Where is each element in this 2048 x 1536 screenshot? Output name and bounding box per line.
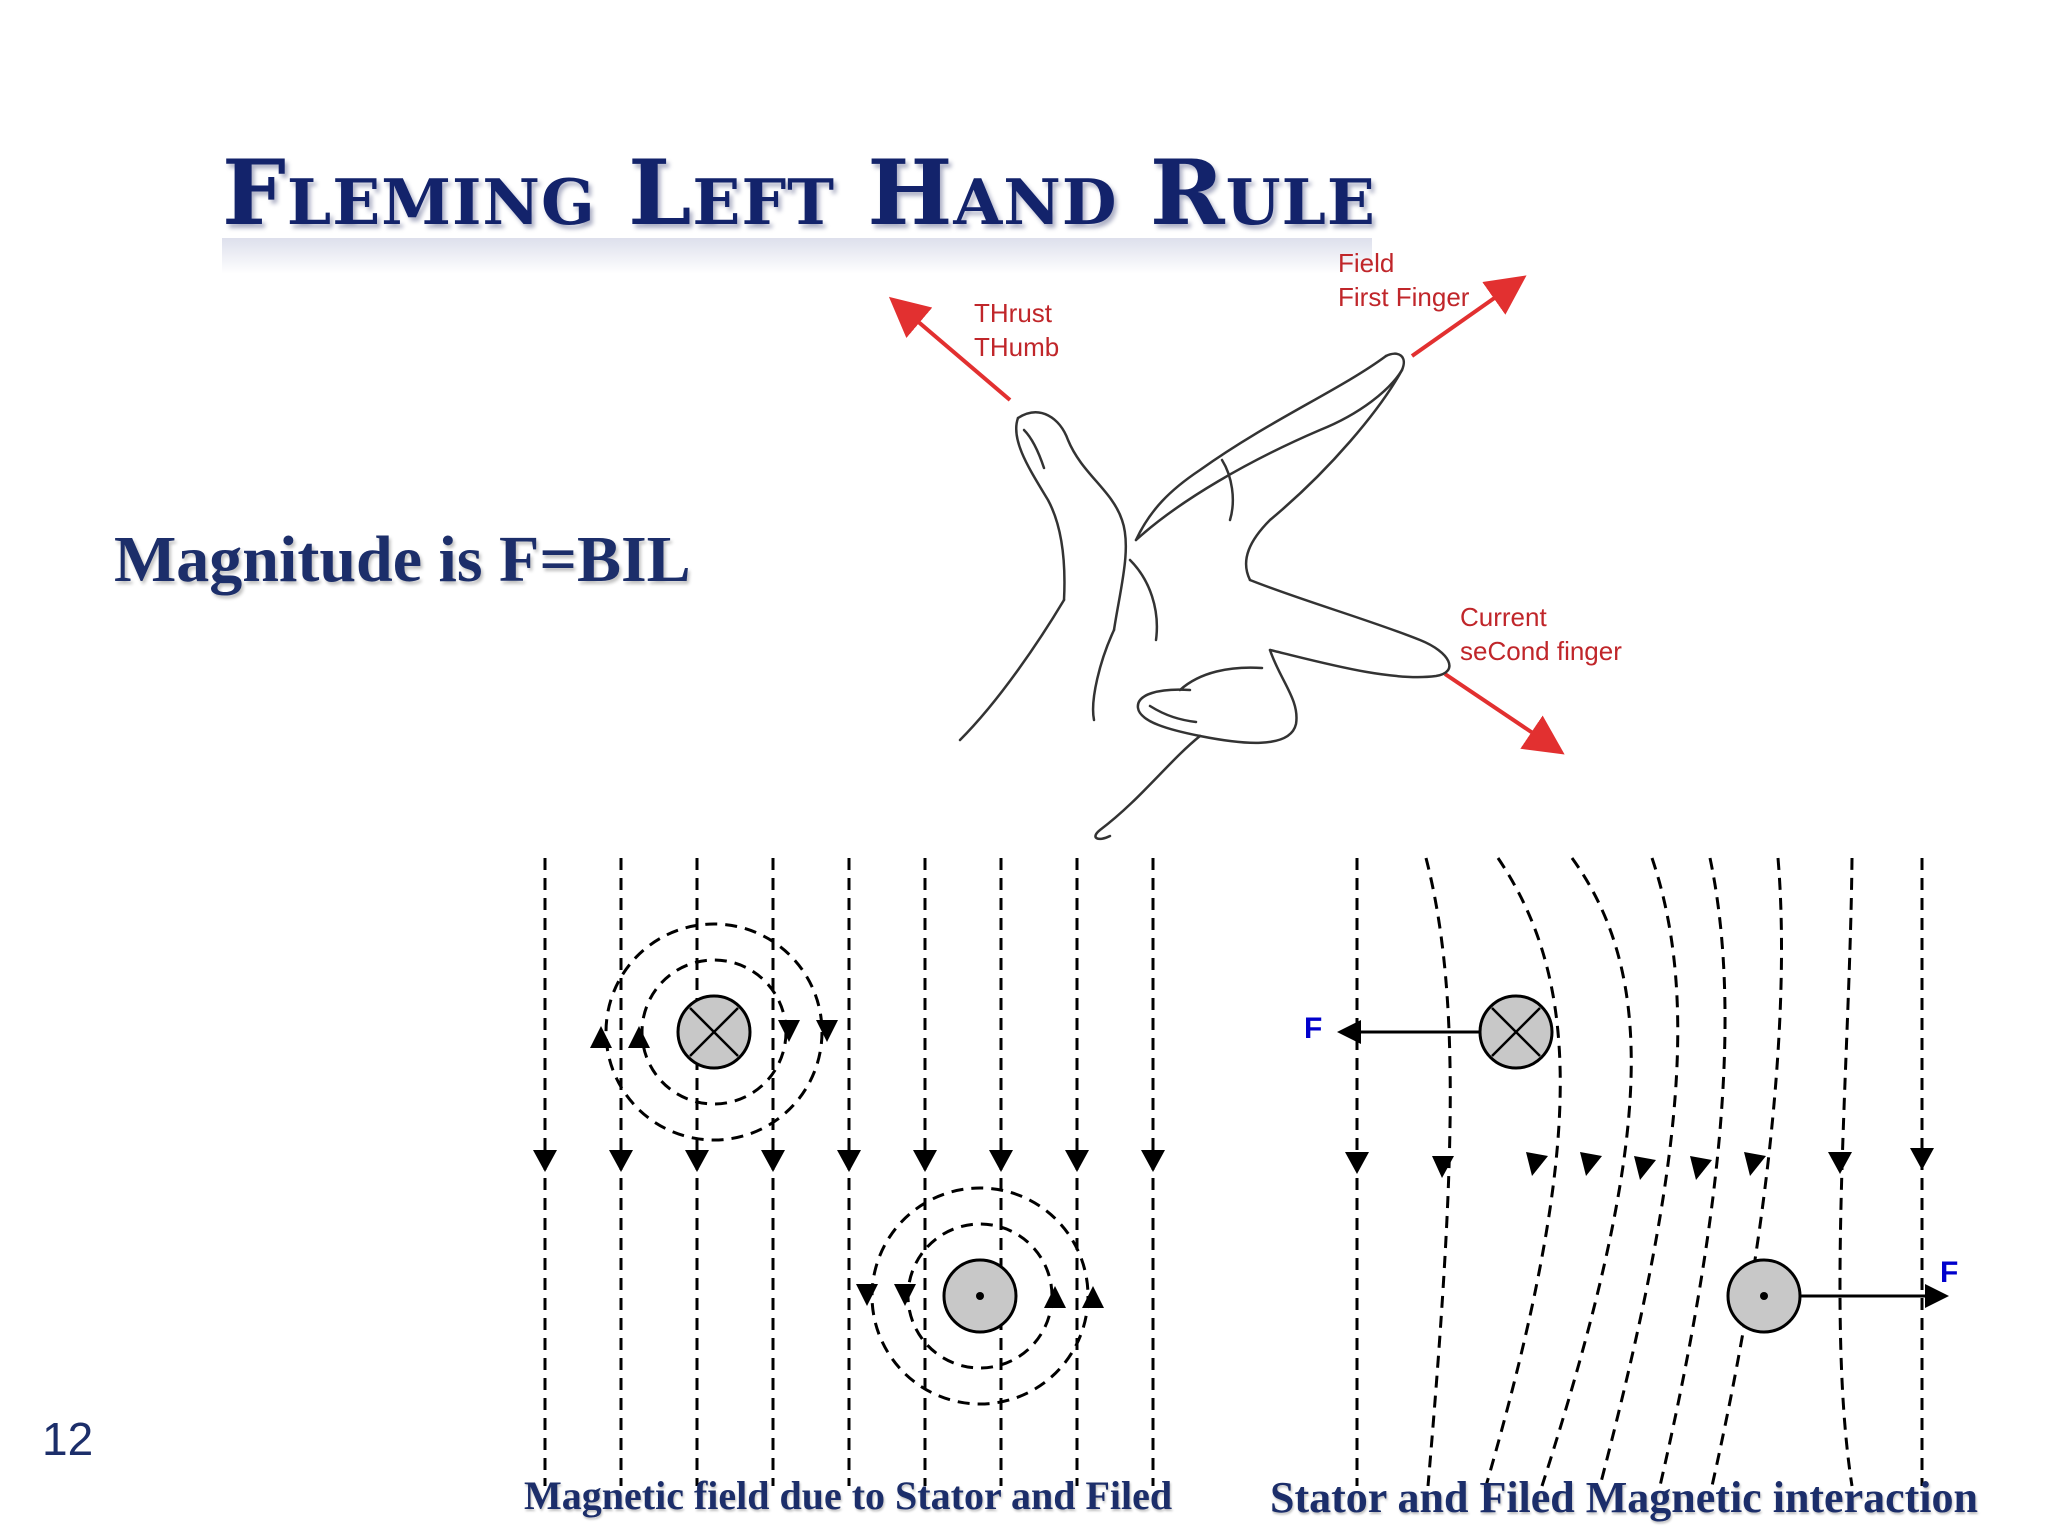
current-label-line1: Current xyxy=(1460,602,1547,632)
current-label-line2: seCond finger xyxy=(1460,636,1622,666)
conductor-out-of-page xyxy=(856,1186,1104,1406)
thrust-label-line2: THumb xyxy=(974,332,1060,362)
interaction-arrowheads xyxy=(1345,1148,1934,1180)
conductor-dot-force-right: F xyxy=(1726,1256,1958,1334)
left-hand-drawing xyxy=(958,352,1451,841)
field-label-line2: First Finger xyxy=(1338,282,1470,312)
field-interaction-diagram: F F xyxy=(1304,857,1958,1487)
field-label: Field First Finger xyxy=(1338,246,1469,314)
force-label-right: F xyxy=(1940,1256,1958,1289)
right-diagram-caption: Stator and Filed Magnetic interaction xyxy=(1270,1473,1978,1522)
left-diagram-caption: Magnetic field due to Stator and Filed xyxy=(524,1473,1173,1518)
formula-text: Magnitude is F=BIL xyxy=(114,523,691,596)
force-label-left: F xyxy=(1304,1012,1322,1045)
current-label: Current seCond finger xyxy=(1460,600,1622,668)
conductor-x-force-left: F xyxy=(1304,994,1554,1070)
thrust-arrow xyxy=(888,296,1012,402)
conductor-into-page xyxy=(590,922,838,1142)
current-arrow xyxy=(1443,672,1565,755)
field-arrowheads xyxy=(533,1150,1165,1172)
slide-title: Fleming Left Hand Rule xyxy=(222,140,1376,246)
field-label-line1: Field xyxy=(1338,248,1395,278)
field-arrow xyxy=(1410,275,1527,358)
stator-field-diagram xyxy=(533,858,1165,1486)
thrust-label: THrust THumb xyxy=(974,296,1059,364)
page-number: 12 xyxy=(42,1413,94,1465)
distorted-field-lines xyxy=(1355,857,1924,1487)
title-reflection xyxy=(222,238,1372,274)
thrust-label-line1: THrust xyxy=(974,298,1052,328)
